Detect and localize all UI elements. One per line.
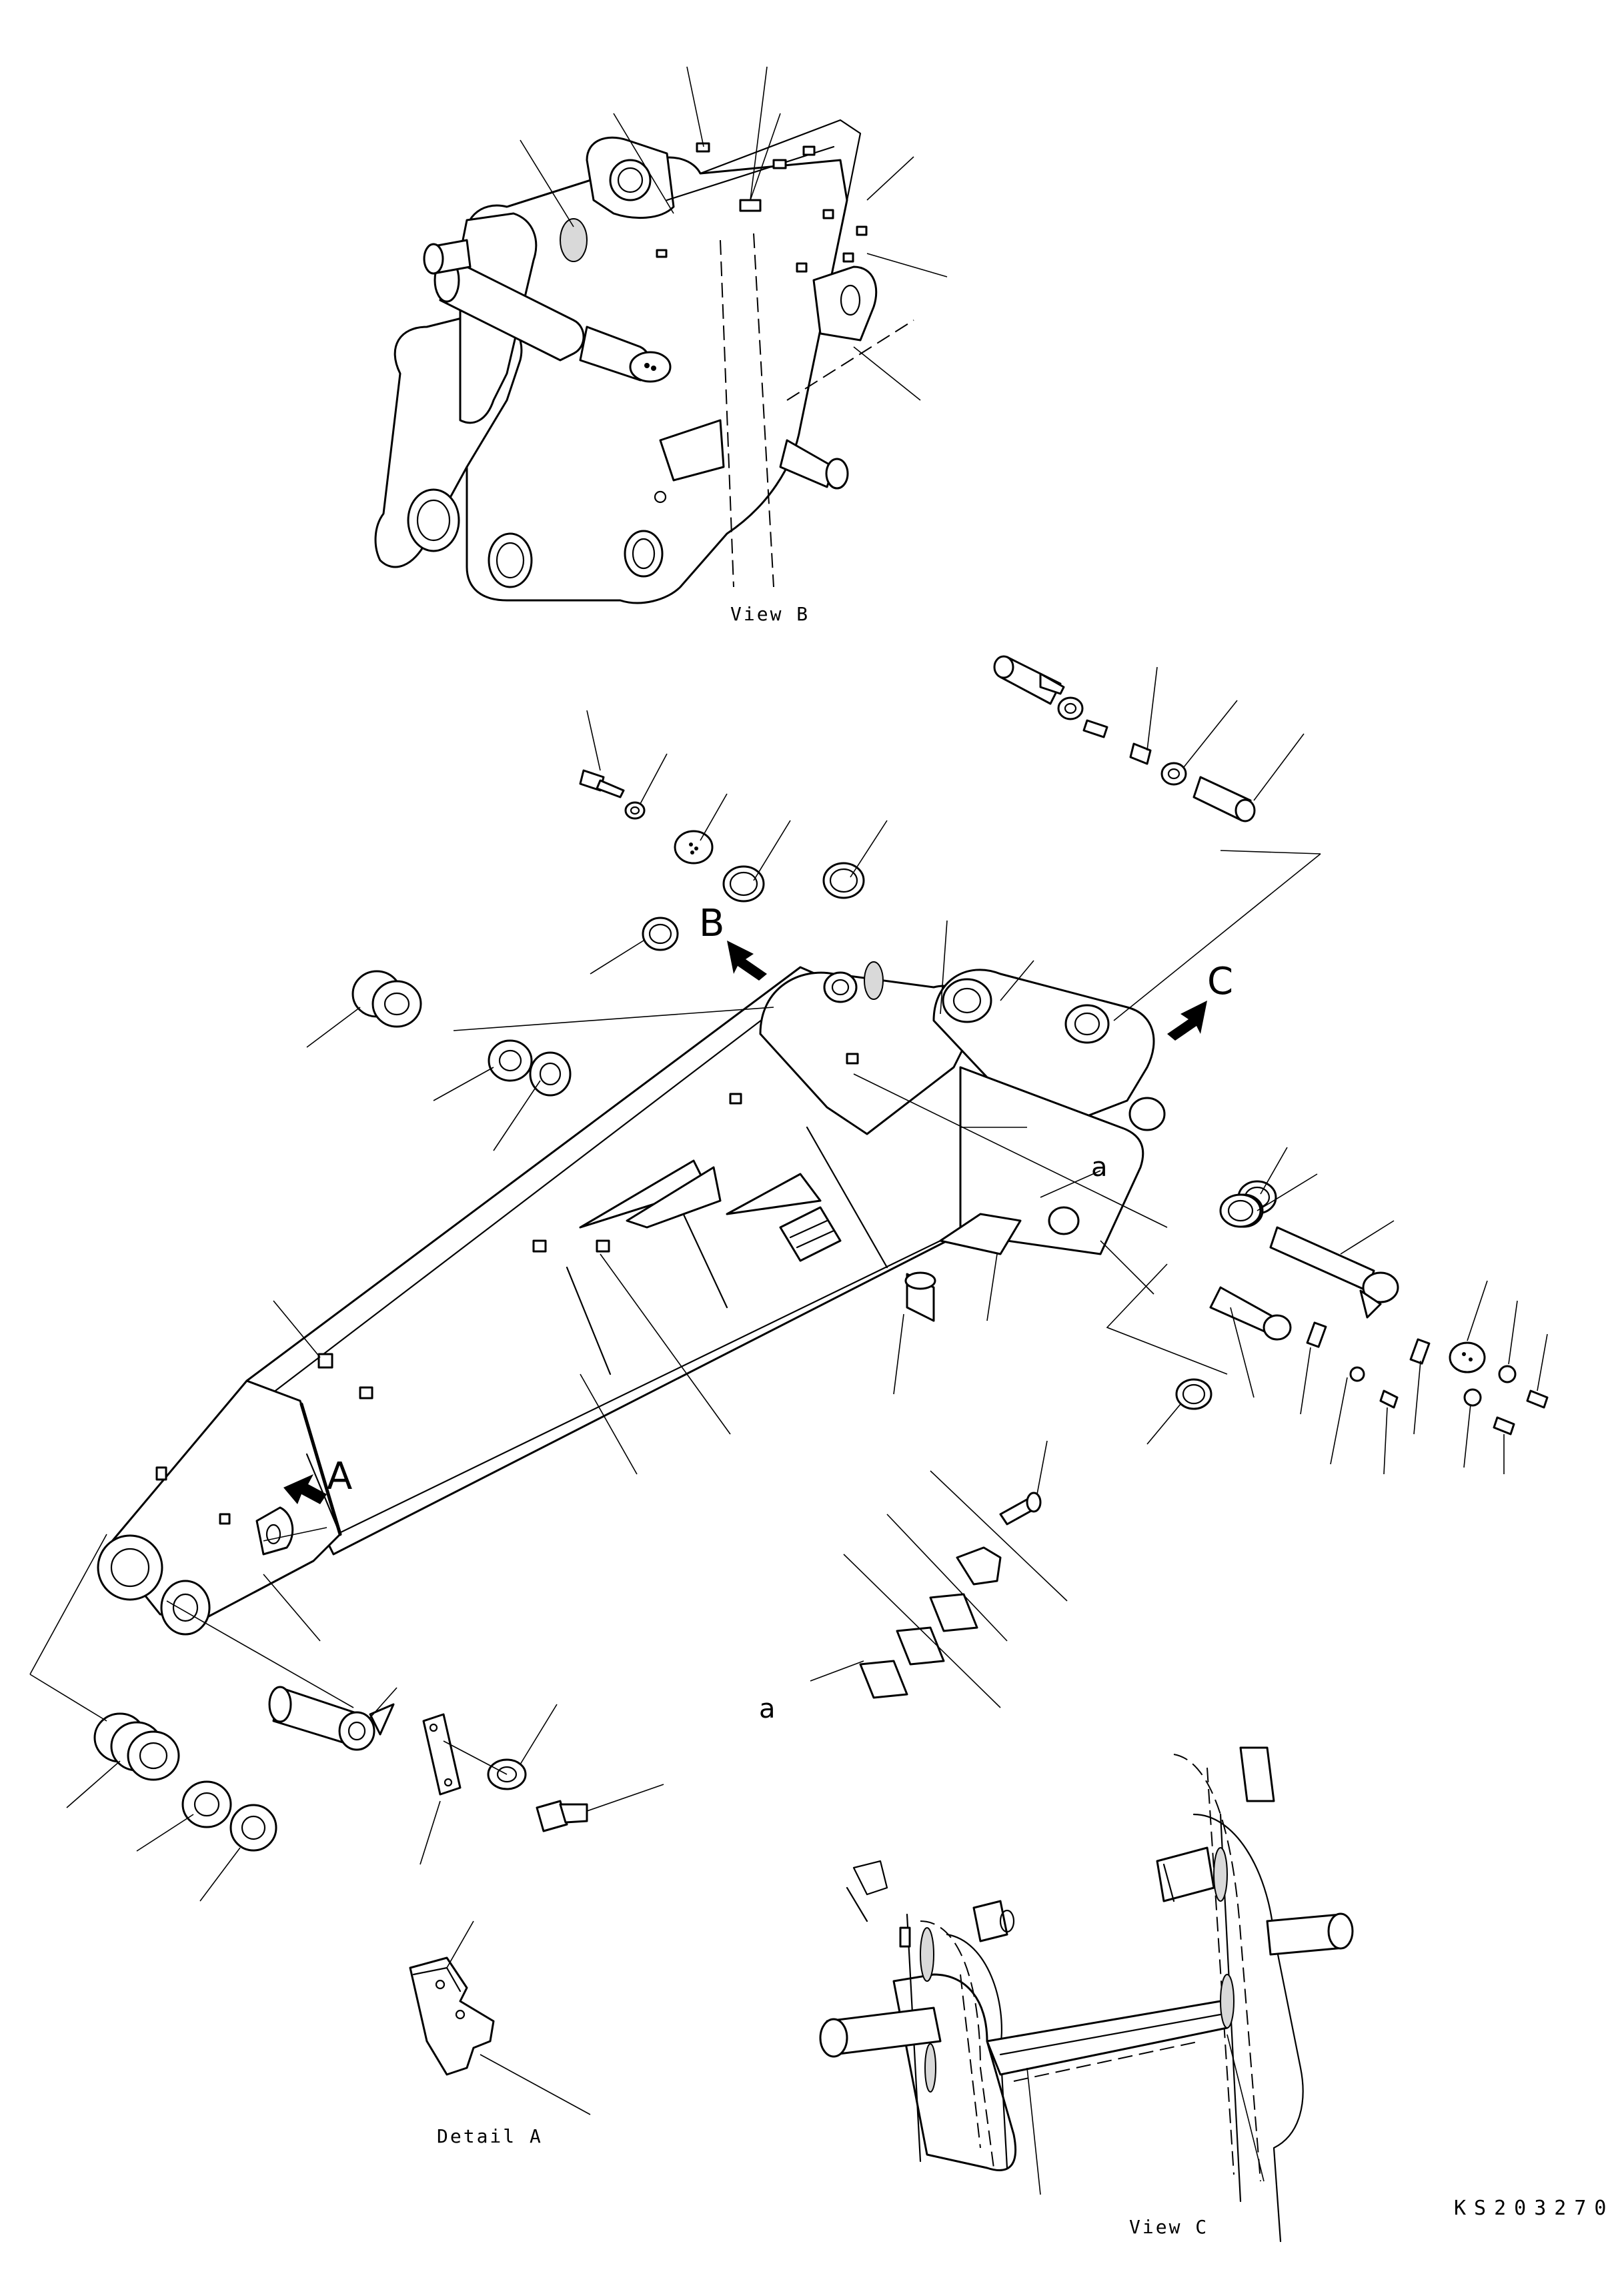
marker-C: C	[1207, 960, 1233, 1003]
detail-a-caption: Detail A	[437, 2125, 543, 2147]
boom-foot-parts	[29, 1534, 664, 1902]
drawing-code: KS203270	[1454, 2197, 1615, 2220]
view-b-illustration	[374, 66, 948, 604]
boom-illustration	[97, 941, 1207, 1636]
boom-head-parts	[263, 655, 1549, 1542]
marker-B: B	[699, 902, 724, 945]
view-b-caption: View B	[730, 603, 810, 625]
view-direction-arrow-icon	[1167, 1001, 1207, 1041]
view-direction-arrow-icon	[727, 941, 767, 981]
marker-A: A	[327, 1455, 352, 1498]
marker-a-upper: a	[1091, 1152, 1108, 1183]
marker-a-lower: a	[759, 1694, 776, 1724]
view-c-caption: View C	[1129, 2216, 1208, 2238]
view-direction-arrow-icon	[283, 1474, 327, 1504]
shim-group	[810, 1170, 1101, 1708]
view-c-illustration	[819, 1746, 1354, 2243]
detail-a-illustration	[409, 1920, 591, 2115]
